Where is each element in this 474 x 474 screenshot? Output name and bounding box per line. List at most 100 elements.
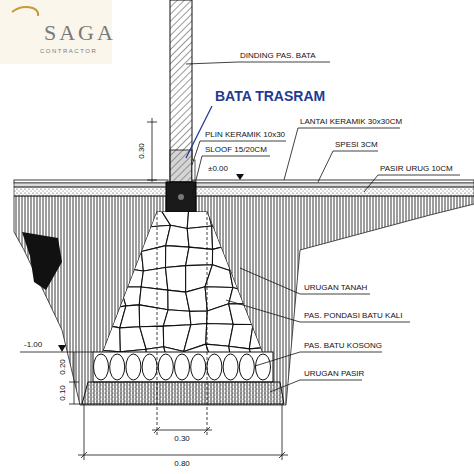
stone: [100, 324, 121, 352]
dim-line: [152, 430, 212, 431]
ext-line: [157, 212, 158, 436]
stone: [186, 287, 208, 312]
trasram-band: [170, 150, 192, 182]
cobble: [175, 354, 190, 380]
stone: [276, 269, 301, 291]
stone: [118, 251, 144, 271]
brick-wall: [170, 0, 192, 182]
stone: [275, 327, 298, 351]
cobble-pattern: [94, 354, 271, 380]
stone: [101, 266, 122, 286]
cobble: [94, 354, 109, 380]
rebar-dot: [178, 194, 184, 200]
cobble: [256, 354, 271, 380]
level-label: ±0.00: [208, 165, 228, 173]
leader-lines: [186, 62, 460, 392]
stone-foundation: [103, 212, 262, 352]
leader-line: [240, 268, 370, 294]
logo-subtext: CONTRACTOR: [40, 48, 97, 54]
stone: [97, 206, 127, 233]
logo-swoosh: [12, 7, 38, 16]
cobble: [142, 354, 157, 380]
stone: [212, 226, 229, 249]
stone: [120, 305, 140, 328]
sloof-beam: [166, 182, 196, 212]
part-label: URUGAN TANAH: [304, 284, 367, 292]
dimension: 0.30: [174, 435, 190, 443]
sand-layer: [14, 187, 168, 196]
level-mark: [236, 174, 244, 180]
stone: [228, 226, 253, 246]
stone: [276, 205, 298, 231]
stone: [140, 326, 164, 349]
cobble: [110, 354, 125, 380]
leader-line: [255, 352, 382, 366]
stone: [275, 347, 299, 373]
sand-bed: [82, 382, 284, 404]
stone: [141, 267, 168, 290]
stone: [276, 305, 302, 330]
level-label: -1.00: [24, 341, 42, 349]
stone: [254, 244, 281, 272]
sand-layer: [194, 187, 474, 196]
leader-line: [186, 62, 330, 64]
soil-hatch: [14, 196, 474, 405]
stone-pattern: [96, 204, 301, 372]
tile-layer: [14, 180, 168, 183]
dim-tick: [147, 180, 157, 181]
stone: [99, 247, 122, 268]
stone: [120, 268, 143, 287]
dim-tick: [69, 382, 79, 383]
stone: [253, 226, 276, 248]
ext-line: [207, 212, 208, 436]
stone: [249, 324, 275, 348]
stone: [118, 227, 142, 251]
stone: [253, 205, 277, 227]
tile-layer: [194, 180, 474, 183]
mortar-layer: [14, 183, 168, 187]
level-mark: [58, 345, 66, 352]
dim-tick: [204, 427, 210, 433]
cobble: [207, 354, 222, 380]
part-label: PLIN KERAMIK 10x30: [205, 131, 285, 139]
dim-line: [78, 455, 288, 456]
stone: [190, 311, 208, 325]
part-label: DINDING PAS. BATA: [240, 52, 316, 60]
stone: [187, 226, 212, 249]
cobble: [158, 354, 173, 380]
part-label: PASIR URUG 10CM: [380, 165, 453, 173]
cobble: [191, 354, 206, 380]
mortar-layer: [194, 183, 474, 187]
leader-line: [284, 128, 298, 180]
soil-blob: [22, 232, 62, 290]
stone: [141, 246, 165, 271]
part-label: SPESI 3CM: [335, 141, 378, 149]
dimension: 0.10: [59, 385, 67, 401]
part-label: PAS. PONDASI BATU KALI: [304, 312, 402, 320]
dim-tick: [154, 427, 160, 433]
leader-line: [270, 380, 362, 392]
leader-line: [192, 141, 286, 165]
stone: [163, 310, 191, 326]
stone: [166, 266, 186, 292]
leader-line: [318, 151, 378, 182]
cobble: [223, 354, 238, 380]
stone: [229, 204, 254, 232]
stone: [228, 244, 257, 272]
stone: [271, 226, 299, 249]
dimension: 0.80: [174, 460, 190, 468]
cobble: [126, 354, 141, 380]
leader-line: [226, 300, 410, 322]
stone: [186, 247, 213, 266]
stone: [166, 225, 189, 247]
part-label: SLOOF 15/20CM: [205, 146, 267, 154]
highlight-label: BATA TRASRAM: [215, 89, 325, 103]
leader-line: [364, 175, 460, 192]
stone: [97, 224, 127, 252]
dimension-lines: [20, 118, 288, 460]
dim-line: [74, 352, 75, 404]
ext-line: [282, 404, 283, 460]
dim-tick: [69, 404, 82, 405]
